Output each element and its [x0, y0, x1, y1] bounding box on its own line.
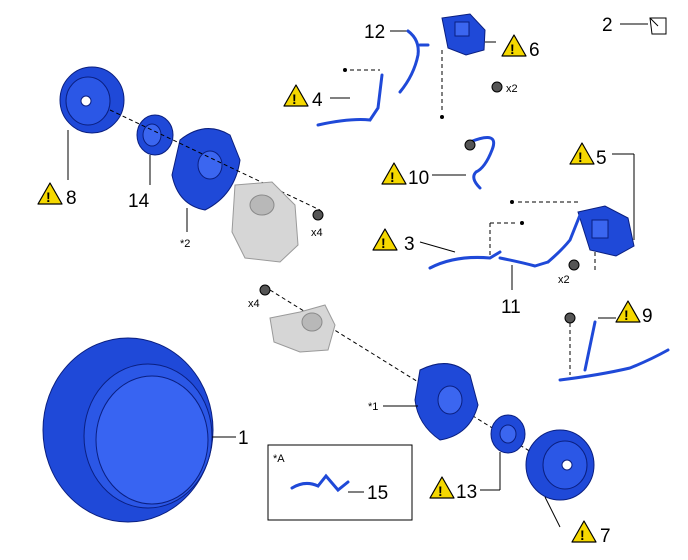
note-x4-lower: x4: [248, 298, 260, 310]
note-x4-upper: x4: [311, 227, 323, 239]
grease-packet-icon: [649, 17, 667, 35]
warning-8-symbol: !: [46, 189, 51, 205]
callout-9: 9: [642, 306, 653, 327]
callout-15: 15: [367, 483, 388, 504]
bolt-x2-lower: [568, 259, 580, 271]
warning-13-symbol: !: [438, 483, 443, 499]
knuckle-lower: [269, 304, 336, 353]
callout-8: 8: [66, 188, 77, 209]
warning-7-symbol: !: [580, 527, 585, 543]
warning-5-symbol: !: [578, 149, 583, 165]
callout-2: 2: [602, 15, 613, 36]
note-star2: *2: [180, 238, 190, 250]
callout-4: 4: [312, 90, 323, 111]
note-starA: *A: [273, 453, 285, 465]
caliper-lower: [577, 205, 635, 257]
callout-6: 6: [529, 40, 540, 61]
dust-cover-upper: [171, 128, 241, 211]
bolt-x4-lower: [259, 284, 271, 296]
caliper-upper: [441, 13, 486, 56]
tire: [42, 337, 214, 523]
inset-box-a: [267, 444, 413, 521]
note-x2-upper: x2: [506, 83, 518, 95]
bolt-x2-upper: [491, 81, 503, 93]
note-star1: *1: [368, 401, 378, 413]
warning-3-symbol: !: [381, 235, 386, 251]
rear-hub-lower: [490, 414, 526, 454]
rear-hub-upper: [136, 114, 174, 156]
warning-9-symbol: !: [624, 307, 629, 323]
callout-14: 14: [128, 191, 150, 212]
callout-11: 11: [501, 297, 521, 318]
callout-1: 1: [238, 428, 249, 449]
rear-disc-lower: [525, 429, 595, 501]
warning-6-symbol: !: [510, 41, 515, 57]
dust-cover-lower: [414, 363, 479, 441]
callout-12: 12: [364, 22, 385, 43]
knuckle-upper: [231, 181, 299, 263]
speed-sensor-upper: [464, 136, 496, 190]
callout-5: 5: [596, 148, 607, 169]
rear-disc-upper: [59, 66, 125, 134]
warning-4-symbol: !: [292, 91, 297, 107]
callout-13: 13: [456, 482, 477, 503]
speed-sensor-lower: [558, 312, 670, 382]
callout-7: 7: [600, 526, 611, 547]
bolt-x4-upper: [312, 209, 324, 221]
callout-3: 3: [404, 234, 415, 255]
note-x2-lower: x2: [558, 274, 570, 286]
wire-harness-inset: [290, 473, 350, 493]
callout-10: 10: [408, 168, 429, 189]
warning-10-symbol: !: [390, 169, 395, 185]
